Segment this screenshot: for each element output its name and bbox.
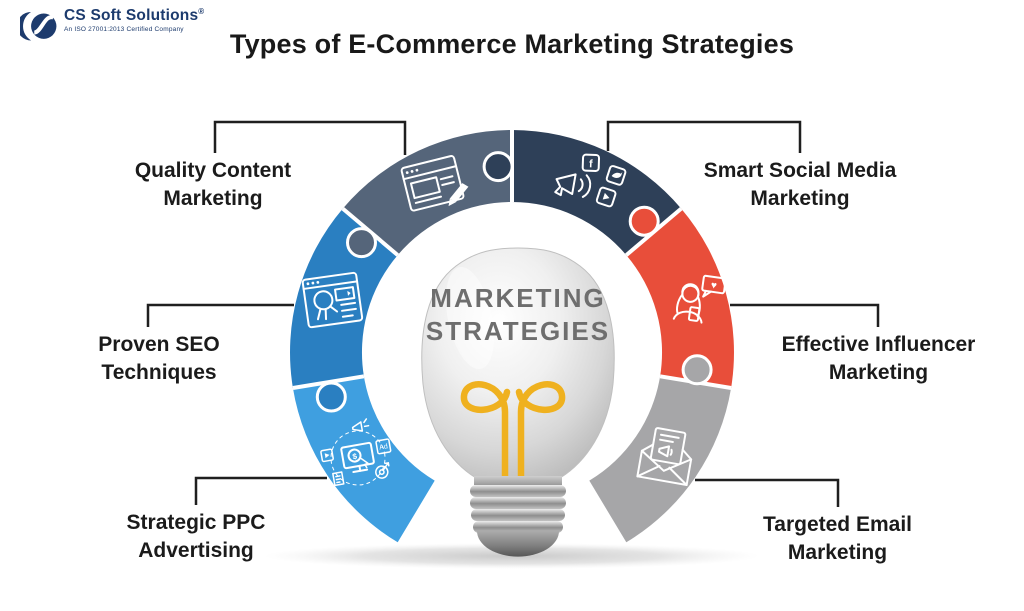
knob-influencer [628,205,660,237]
segment-label-email: Targeted Email Marketing [763,513,912,565]
bulb-base [470,476,566,557]
connector-content [213,120,407,155]
bulb-text-line2: STRATEGIES [426,316,610,346]
bulb-text-line1: MARKETING [430,283,605,313]
letter-icon [649,427,687,466]
logo-icon [20,11,57,41]
segment-email [589,376,732,543]
email-envelope-icon [636,427,693,486]
segment-label-social: Smart Social Media Marketing [703,159,897,211]
target-icon [375,462,390,479]
logo-name: CS Soft Solutions® [64,7,205,25]
logo: CS Soft Solutions® An ISO 27001:2013 Cer… [20,8,204,46]
knob-social [482,151,514,183]
connectors [146,120,880,507]
cursor-icon [360,457,369,469]
document-icon [332,471,345,487]
svg-text:Ad: Ad [379,443,389,451]
segment-ppc [292,376,435,543]
puzzle-knobs [315,151,713,413]
youtube-icon [595,186,617,208]
bulb-glass [421,247,615,479]
mini-megaphone-icon [351,418,370,432]
twitter-icon [605,165,627,186]
segment-label-ppc: Strategic PPC Advertising [126,511,266,563]
knob-email [681,354,713,386]
segment-content [342,130,512,256]
social-media-icon: f [554,153,627,208]
segment-label-influencer: Effective Influencer Marketing [781,333,976,385]
svg-text:♥: ♥ [710,280,717,292]
knob-seo [315,381,347,413]
segment-label-seo: Proven SEO Techniques [98,333,220,385]
influencer-icon: ♥ [672,274,727,324]
segment-label-content: Quality Content Marketing [134,159,292,211]
content-marketing-icon [400,155,469,212]
mini-play-icon [320,448,334,463]
page-title: Types of E-Commerce Marketing Strategies [229,29,795,59]
megaphone-icon [554,173,592,198]
bulb-highlight [445,266,495,370]
bulb-filament [460,381,566,482]
ad-icon: Ad [375,438,392,455]
pencil-icon [449,183,469,203]
connector-influencer [730,303,880,327]
logo-tagline: An ISO 27001:2013 Certified Company [64,25,184,33]
seo-search-icon [301,271,364,329]
registered-mark: ® [198,7,205,16]
heart-bubble-icon: ♥ [701,274,727,298]
svg-text:f: f [589,158,593,170]
connector-ppc [194,476,327,505]
facebook-icon: f [581,153,601,172]
connector-email [695,478,840,507]
light-bulb: MARKETING STRATEGIES [421,247,615,557]
knob-content [346,227,377,259]
connector-social [606,120,802,153]
connector-seo [146,303,294,327]
ppc-monitor-icon: $ Ad [320,418,392,487]
svg-text:$: $ [352,452,358,462]
phone-icon [687,306,701,322]
